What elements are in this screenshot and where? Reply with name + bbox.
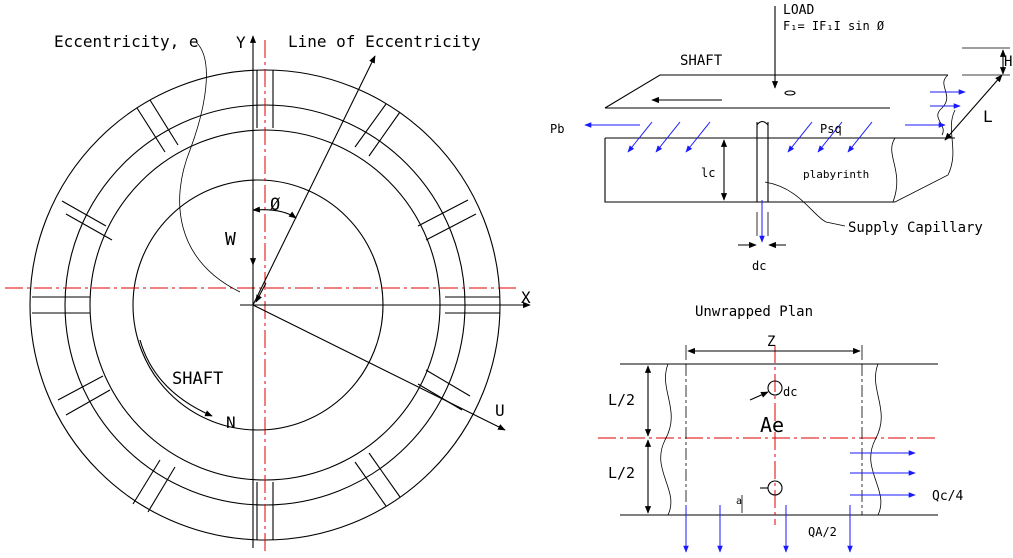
shaft-top-edge [604,74,948,109]
capillary-top [756,120,769,126]
dc-label: dc [752,259,766,273]
plabyrinth-label: plabyrinth [803,168,869,181]
recess-pockets [32,70,500,540]
plan-right-break [870,363,882,516]
l-label: L [983,107,993,126]
capillary-opening [784,90,796,96]
h-label: H [1004,54,1012,70]
eccentricity-arrow [255,282,267,303]
dc-leader-arrow [749,391,769,401]
load-formula: F₁= IF₁I sin Ø [783,19,885,33]
shaft-label-pad: SHAFT [680,53,723,69]
eccentricity-label: Eccentricity, e [54,32,199,51]
angle-label: Ø [270,195,280,215]
plan-left-break [660,363,672,516]
psq-label: Psq [820,122,842,136]
flow-arrows [584,89,966,243]
qc-label: Qc/4 [932,489,963,504]
pb-label: Pb [550,122,564,136]
bearing-side-edge [894,109,956,203]
shaft-break-line [937,74,949,136]
capillary-leader [764,181,846,227]
qa-label: QA/2 [808,525,837,539]
z-label: Z [767,334,775,350]
line-of-eccentricity-label: Line of Eccentricity [288,32,481,51]
unwrapped-plan: Unwrapped Plan Z L/2 L/2 dc Ae a Qc/4 QA… [598,304,963,553]
shaft-label: SHAFT [172,369,223,389]
u-axis [252,304,506,431]
bearing-cross-section: Eccentricity, e Y Line of Eccentricity Ø… [5,32,531,555]
dc-extension-lines [756,212,769,236]
angle-arc [252,206,297,219]
line-of-eccentricity-axis [252,55,376,306]
plan-flow-arrows [683,450,916,553]
bearing-break-line [891,137,898,203]
u-axis-label: U [495,401,505,420]
plan-dc-label: dc [783,385,797,399]
rotation-label: N [226,413,236,432]
rotation-arrow [139,339,213,417]
capillary-hole-top [767,380,783,396]
load-title: LOAD [783,3,814,18]
x-axis-label: X [521,288,531,307]
plan-title: Unwrapped Plan [695,304,813,320]
pad-section-view: LOAD F₁= IF₁I sin Ø SHAFT H L Pb Psq lc … [550,3,1012,273]
eccentricity-leader [179,41,241,293]
l2-bottom-label: L/2 [608,464,635,482]
l-dimension [944,74,1003,141]
bearing-front-face [604,138,895,203]
a-label: a [736,496,742,507]
capillary-tube [756,122,769,202]
lc-label: lc [701,166,715,180]
ae-label: Ae [760,413,784,437]
l2-top-label: L/2 [608,391,635,409]
supply-capillary-label: Supply Capillary [848,220,983,236]
y-axis-label: Y [236,33,246,52]
load-w-label: W [225,229,236,250]
